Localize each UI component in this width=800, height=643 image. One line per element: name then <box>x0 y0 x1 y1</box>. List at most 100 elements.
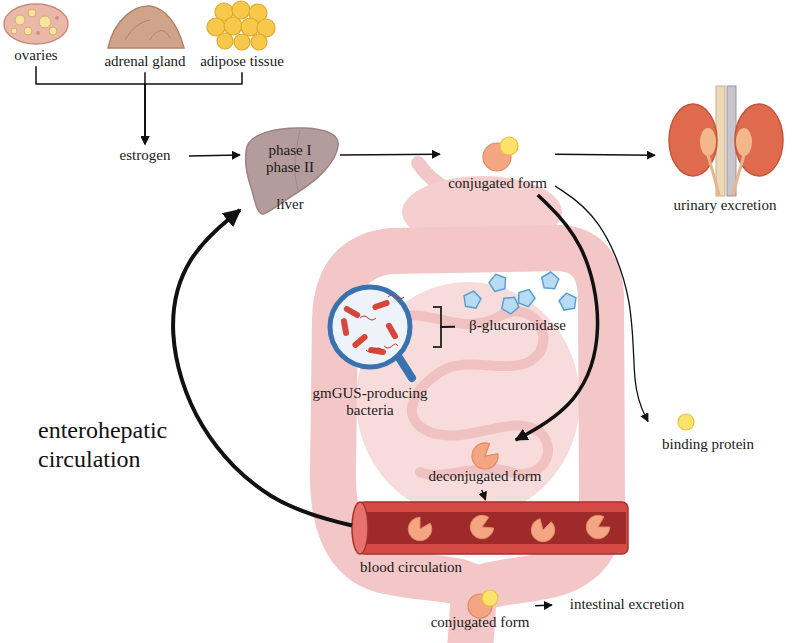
enzyme-pentagons <box>499 293 522 316</box>
liver-illustration <box>246 128 339 214</box>
adipose-illustration <box>232 1 250 19</box>
liver-node: phase I phase IIliver <box>240 125 340 225</box>
node-label: conjugated form <box>431 614 530 631</box>
enzyme-pentagons <box>515 287 537 308</box>
adipose-illustration <box>224 17 242 35</box>
magnifier-bacteria <box>340 299 399 355</box>
node-label: ovaries <box>14 47 57 64</box>
kidney-node: urinary excretion <box>655 85 795 220</box>
blood-vessel-illustration <box>527 514 560 547</box>
adipose-illustration <box>207 1 275 50</box>
kidney-illustration <box>669 86 783 196</box>
arrow-connector <box>340 153 440 155</box>
inhibition-bracket <box>433 307 441 347</box>
kidney-illustration <box>700 128 716 156</box>
magnifier-bacteria <box>372 299 391 311</box>
blood-vessel-illustration <box>584 513 611 540</box>
adipose-illustration <box>217 33 233 49</box>
magnifier-bacteria <box>398 356 412 378</box>
blood-vessel-illustration <box>358 502 628 554</box>
inhibition-connector <box>440 326 455 328</box>
blood-vessel-illustration <box>468 513 497 542</box>
adipose-illustration <box>241 18 259 36</box>
intestine-illustration <box>333 248 602 643</box>
node-label: β-glucuronidase <box>469 317 566 334</box>
arrow-connector <box>482 490 486 500</box>
blood-vessel-illustration <box>405 513 612 547</box>
magnifier-bacteria <box>385 322 399 341</box>
node-label: estrogen <box>120 147 171 164</box>
ovary-illustration <box>28 9 36 17</box>
magnifier-bacteria <box>351 333 369 349</box>
ovary-illustration <box>15 15 25 25</box>
ovary-illustration <box>49 27 57 35</box>
conjugated-molecule-icon <box>482 590 498 606</box>
blood-vessel-illustration <box>405 514 435 544</box>
liver-illustration <box>246 128 339 214</box>
kidney-illustration <box>733 155 744 195</box>
node-label: conjugated form <box>448 175 547 192</box>
arrow-connector <box>36 66 145 144</box>
enzyme-pentagons <box>541 271 559 289</box>
node-label: binding protein <box>662 436 754 453</box>
edge-label: enterohepatic circulation <box>38 416 218 474</box>
enzyme-pentagons <box>462 290 482 309</box>
ovary-illustration <box>24 27 32 35</box>
ovary-illustration <box>39 16 51 28</box>
magnifier-bacteria <box>384 344 398 348</box>
conjugated-molecule-icon <box>483 137 518 171</box>
molecule-node: conjugated form <box>425 592 535 638</box>
arrow-connector <box>535 604 552 606</box>
magnifier-bacteria <box>360 295 404 352</box>
node-label: blood circulation <box>360 559 462 576</box>
blood-vessel-illustration <box>352 502 368 554</box>
adipose-illustration <box>251 34 267 50</box>
adipose-illustration <box>234 34 250 50</box>
kidney-illustration <box>708 155 719 195</box>
source-organ: adrenal gland <box>95 2 195 72</box>
hormone-node: estrogen <box>101 144 189 168</box>
excretion-node: intestinal excretion <box>552 594 702 616</box>
ovary-illustration <box>11 28 17 34</box>
arrow-connector <box>173 210 352 526</box>
blood-vessel-illustration <box>360 512 626 544</box>
deconjugated-molecule-icon <box>472 443 498 469</box>
node-label: adrenal gland <box>104 53 185 70</box>
deconjugated-molecule-icon <box>472 443 498 469</box>
molecule-node: deconjugated form <box>415 440 555 490</box>
adrenal-gland-illustration <box>108 6 184 48</box>
arrow-connector <box>189 155 240 156</box>
node-label: intestinal excretion <box>570 596 685 613</box>
magnifier-bacteria <box>388 295 404 299</box>
vessel-node: blood circulation <box>352 500 632 585</box>
ovary-illustration <box>55 16 59 20</box>
magnifier-bacteria <box>360 316 376 320</box>
binding-protein-dot <box>678 414 694 430</box>
ovary-illustration <box>36 31 40 35</box>
enzyme-pentagons <box>487 272 508 292</box>
node-label: deconjugated form <box>429 468 542 485</box>
magnifier-bacteria <box>343 305 362 319</box>
source-organ: ovaries <box>2 2 70 66</box>
conjugated-molecule-icon <box>468 590 498 618</box>
magnifier-bacteria <box>366 348 382 352</box>
arrow-connector <box>555 154 655 155</box>
bacteria-node: gmGUS-producing bacteria <box>300 282 440 427</box>
node-label: adipose tissue <box>200 53 284 70</box>
ovary-illustration <box>4 4 68 44</box>
node-label: urinary excretion <box>674 197 777 214</box>
source-organ: adipose tissue <box>192 2 292 72</box>
enzyme-pentagons <box>558 292 578 311</box>
blood-vessel-illustration <box>352 502 628 554</box>
magnifier-bacteria <box>330 287 412 378</box>
molecule-node: conjugated form <box>440 135 555 195</box>
kidney-illustration <box>736 128 752 156</box>
node-label: gmGUS-producing bacteria <box>304 385 436 420</box>
arrow-connector <box>145 72 242 144</box>
enzyme-pentagons <box>462 271 577 315</box>
enzyme-node: β-glucuronidase <box>455 270 580 340</box>
inhibition-bracket <box>433 307 441 347</box>
